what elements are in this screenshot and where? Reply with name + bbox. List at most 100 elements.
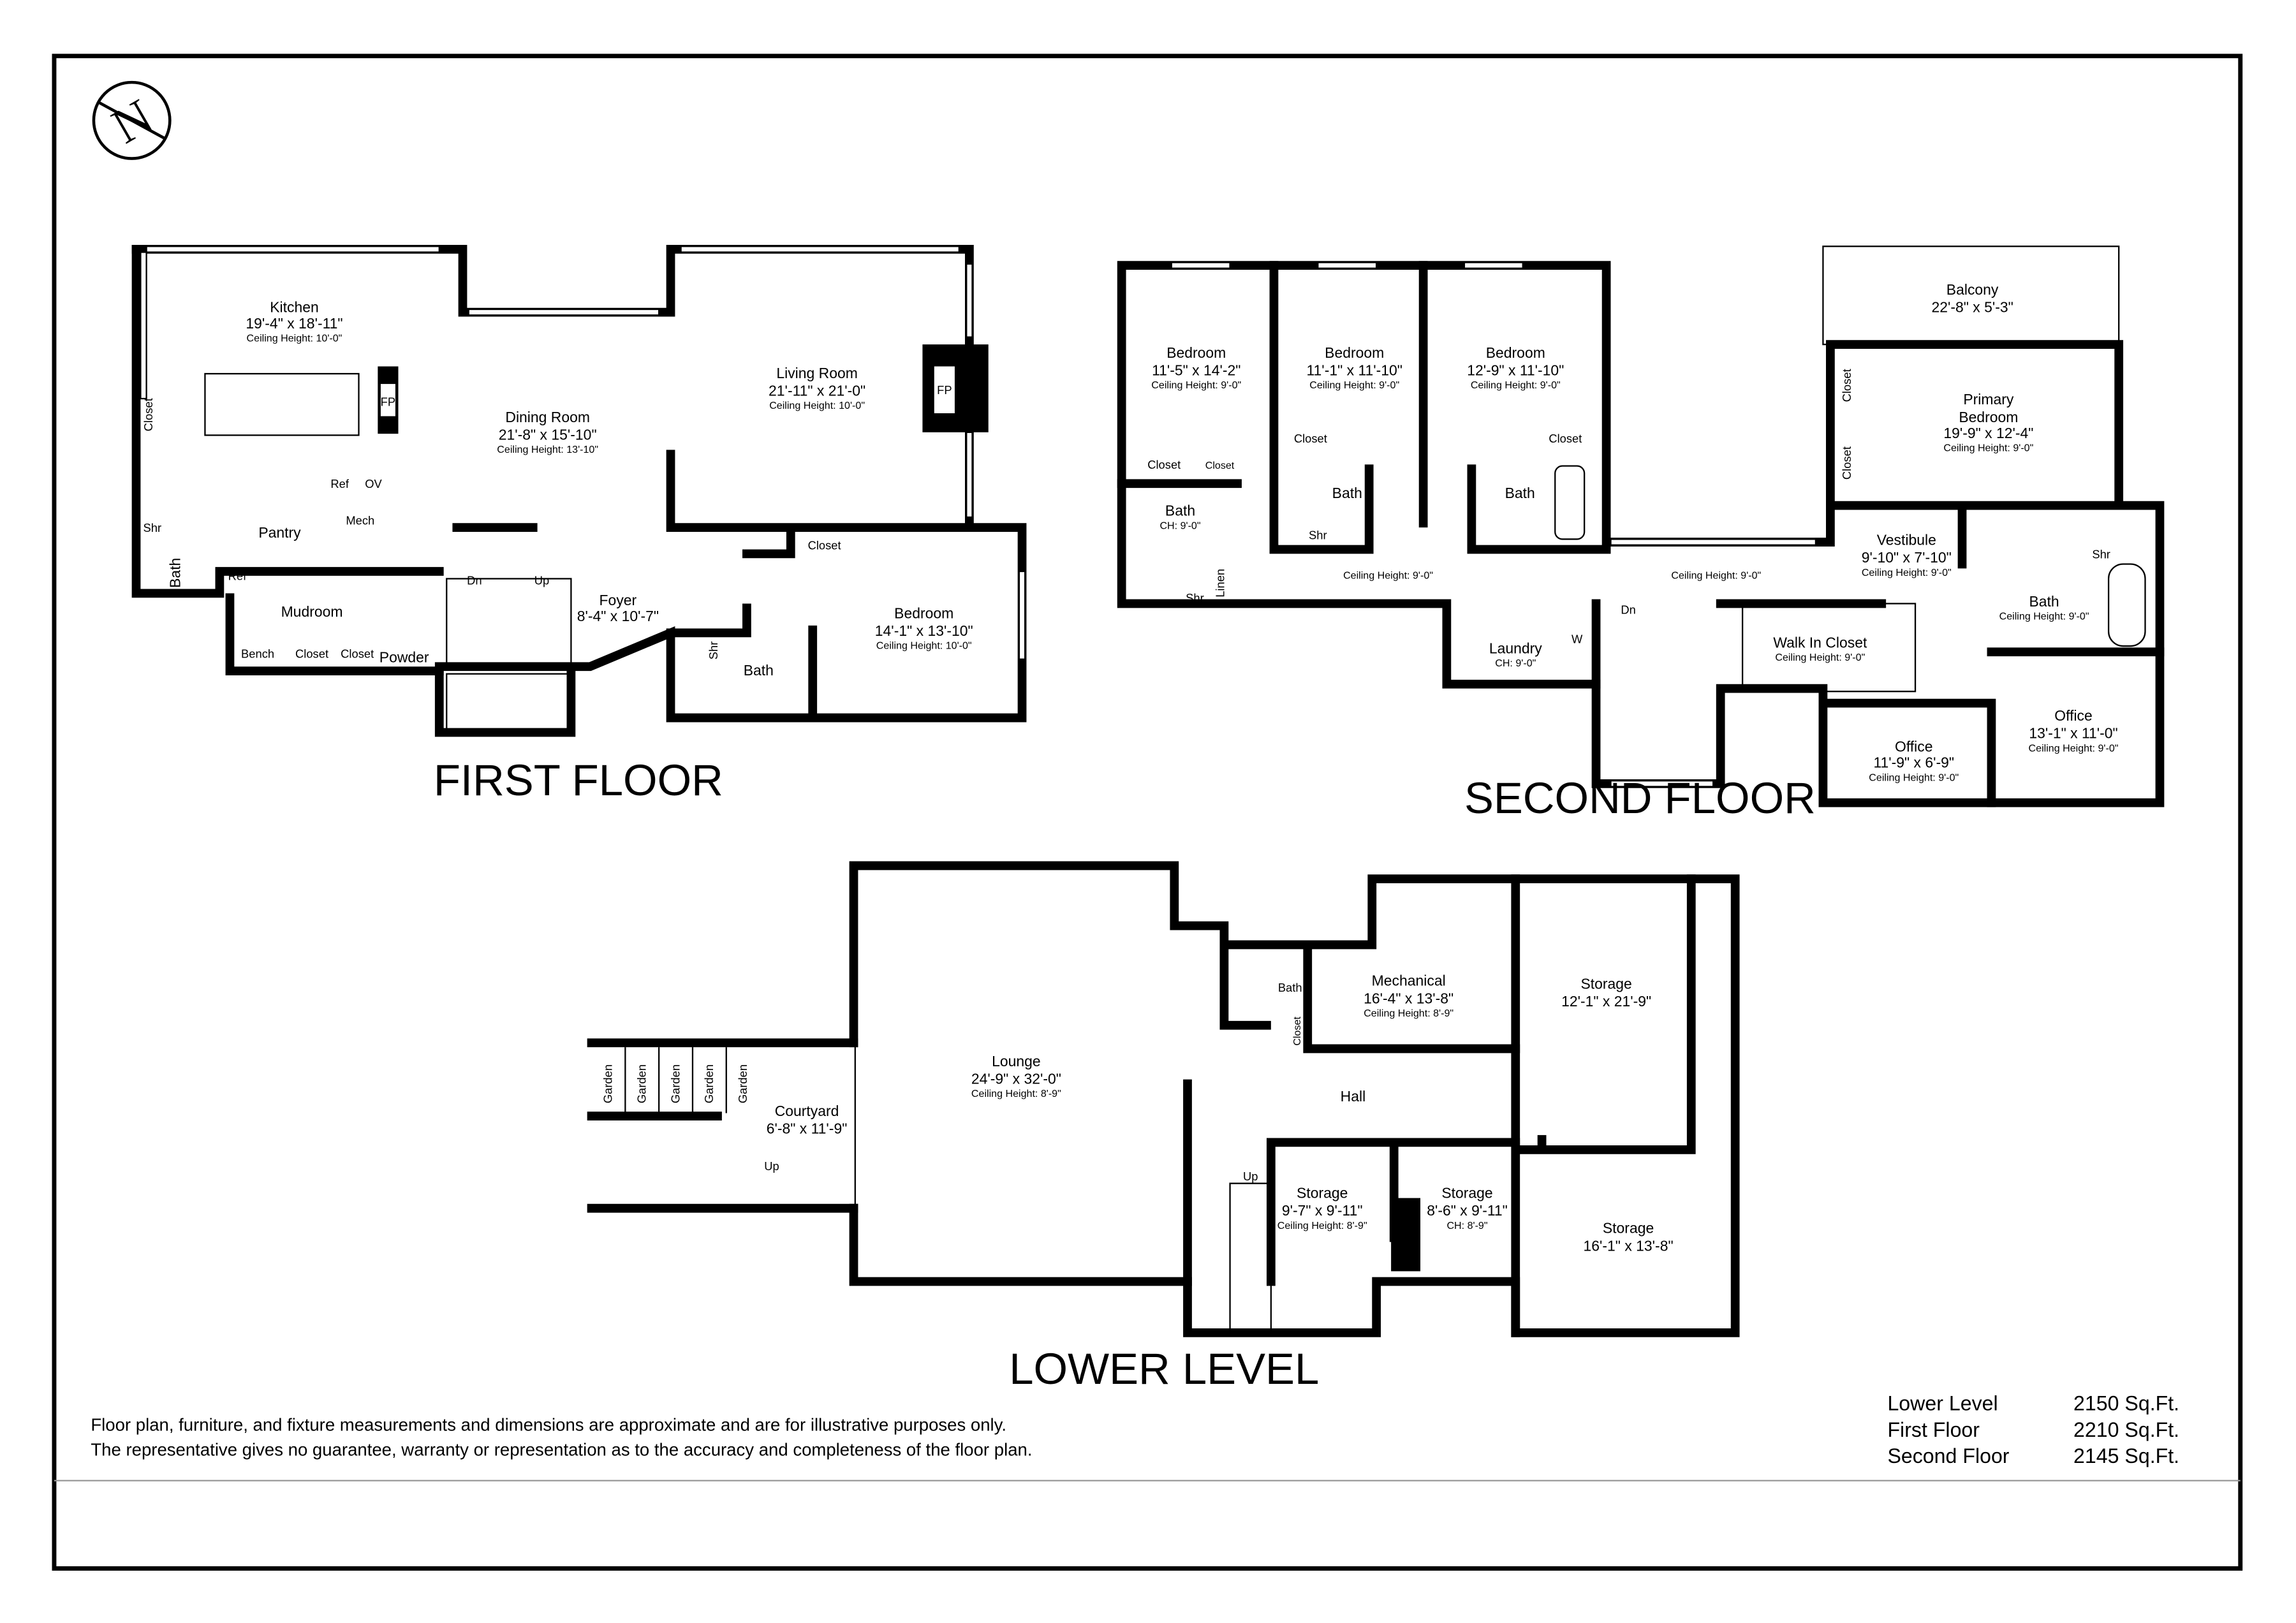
room-ceiling: Ceiling Height: 10'-0" xyxy=(769,400,865,411)
closet-label: Closet xyxy=(1840,446,1853,480)
hall-ceiling: Ceiling Height: 9'-0" xyxy=(1343,569,1433,581)
room-dims: 24'-9" x 32'-0" xyxy=(971,1071,1061,1087)
second-floor-title: SECOND FLOOR xyxy=(1464,774,1816,823)
shower-label: Shr xyxy=(1186,591,1204,605)
room-name: Bath xyxy=(166,558,183,588)
sheet-border xyxy=(52,54,2243,1571)
room-name: Bath xyxy=(1278,981,1302,994)
mech-label: Mech xyxy=(346,514,374,527)
room-dims: 11'-9" x 6'-9" xyxy=(1873,754,1954,771)
shower-label: Shr xyxy=(1309,528,1327,541)
room-name: Primary xyxy=(1963,391,2014,408)
garden-label: Garden xyxy=(635,1064,649,1103)
area-sqft: 2150 Sq.Ft. xyxy=(2073,1392,2179,1415)
room-name: Kitchen xyxy=(270,299,319,316)
room-ceiling: Ceiling Height: 9'-0" xyxy=(1999,611,2089,622)
room-name: Mechanical xyxy=(1372,973,1446,989)
room-name: Dining Room xyxy=(505,409,590,425)
room-dims: 21'-8" x 15'-10" xyxy=(499,426,597,443)
room-dims: 12'-9" x 11'-10" xyxy=(1467,362,1564,378)
room-ceiling: Ceiling Height: 8'-9" xyxy=(1277,1220,1367,1231)
room-dims: 22'-8" x 5'-3" xyxy=(1931,299,2013,316)
first-floor-title: FIRST FLOOR xyxy=(434,756,723,805)
second-floor-plan xyxy=(1117,246,2165,807)
room-ceiling: CH: 9'-0" xyxy=(1159,520,1200,531)
stair-label: Dn xyxy=(467,574,482,587)
room-ceiling: Ceiling Height: 9'-0" xyxy=(1309,379,1399,391)
room-name: Foyer xyxy=(600,592,637,608)
room-name: Storage xyxy=(1580,975,1631,992)
room-name: Bedroom xyxy=(1325,344,1384,361)
stair-label: Up xyxy=(534,574,549,587)
room-ceiling: Ceiling Height: 10'-0" xyxy=(247,333,342,344)
closet-label: Closet xyxy=(1840,369,1853,402)
room-name: Laundry xyxy=(1489,640,1542,657)
first-floor-plan xyxy=(131,244,1027,737)
bench-label: Bench xyxy=(241,647,274,660)
room-dims: 14'-1" x 13'-10" xyxy=(875,622,973,639)
fridge-label: Ref xyxy=(228,569,247,583)
area-level: Lower Level xyxy=(1887,1392,1998,1415)
room-name: Courtyard xyxy=(775,1103,839,1119)
room-dims: 6'-8" x 11'-9" xyxy=(767,1120,848,1137)
room-name: Bedroom xyxy=(1959,409,2018,425)
fireplace-label: FP xyxy=(381,395,395,409)
closet-label: Closet xyxy=(341,647,374,660)
room-name: Storage xyxy=(1441,1185,1492,1201)
disclaimer-line: Floor plan, furniture, and fixture measu… xyxy=(91,1415,1006,1435)
room-name: Office xyxy=(1895,738,1933,754)
room-name: Living Room xyxy=(776,365,858,381)
room-name: Bath xyxy=(1332,485,1362,501)
hall-ceiling: Ceiling Height: 9'-0" xyxy=(1671,569,1761,581)
room-dims: 8'-6" x 9'-11" xyxy=(1427,1202,1508,1219)
room-dims: 16'-4" x 13'-8" xyxy=(1364,990,1453,1006)
area-summary: Lower Level 2150 Sq.Ft. First Floor 2210… xyxy=(1887,1392,2179,1468)
room-name: Bedroom xyxy=(894,605,953,621)
closet-label: Closet xyxy=(295,647,328,660)
closet-label: Closet xyxy=(1294,432,1327,445)
room-name: Bath xyxy=(2029,593,2059,610)
room-ceiling: CH: 8'-9" xyxy=(1446,1220,1487,1231)
room-dims: 11'-5" x 14'-2" xyxy=(1152,362,1240,378)
room-name: Storage xyxy=(1297,1185,1348,1201)
fireplace-label: FP xyxy=(937,383,952,397)
disclaimer-line: The representative gives no guarantee, w… xyxy=(91,1440,1032,1460)
closet-label: Closet xyxy=(1292,1017,1303,1046)
svg-text:N: N xyxy=(103,88,161,154)
shower-label: Shr xyxy=(143,521,161,534)
room-dims: 21'-11" x 21'-0" xyxy=(769,382,865,399)
stair-label: Up xyxy=(1243,1170,1258,1183)
room-dims: 12'-1" x 21'-9" xyxy=(1561,993,1651,1010)
shower-label: Shr xyxy=(2092,547,2110,561)
room-ceiling: Ceiling Height: 9'-0" xyxy=(1151,379,1241,391)
room-name: Pantry xyxy=(258,524,301,541)
room-name: Powder xyxy=(379,649,429,665)
room-name: Walk In Closet xyxy=(1773,634,1867,650)
room-ceiling: Ceiling Height: 8'-9" xyxy=(971,1088,1061,1099)
garden-label: Garden xyxy=(668,1064,682,1103)
room-ceiling: Ceiling Height: 9'-0" xyxy=(2029,742,2119,754)
linen-label: Linen xyxy=(1213,569,1226,598)
room-ceiling: Ceiling Height: 9'-0" xyxy=(1775,652,1865,663)
closet-label: Closet xyxy=(1549,432,1582,445)
room-name: Balcony xyxy=(1946,281,1999,298)
room-name: Hall xyxy=(1341,1088,1366,1105)
garden-label: Garden xyxy=(601,1064,615,1103)
room-name: Storage xyxy=(1603,1220,1654,1237)
room-ceiling: Ceiling Height: 9'-0" xyxy=(1869,772,1959,783)
lower-level-plan xyxy=(587,861,1740,1337)
lower-level-labels: Lounge 24'-9" x 32'-0" Ceiling Height: 8… xyxy=(601,973,1674,1393)
room-name: Vestibule xyxy=(1877,532,1936,548)
room-name: Mudroom xyxy=(281,603,343,620)
oven-label: OV xyxy=(365,477,382,490)
room-ceiling: CH: 9'-0" xyxy=(1495,657,1536,669)
garden-label: Garden xyxy=(702,1064,716,1103)
first-floor-labels: Kitchen 19'-4" x 18'-11" Ceiling Height:… xyxy=(142,299,973,805)
area-sqft: 2210 Sq.Ft. xyxy=(2073,1418,2179,1441)
room-dims: 9'-10" x 7'-10" xyxy=(1862,549,1952,566)
closet-label: Closet xyxy=(808,539,841,552)
area-level: Second Floor xyxy=(1887,1444,2009,1467)
room-ceiling: Ceiling Height: 13'-10" xyxy=(497,444,598,455)
stair-label: Dn xyxy=(1621,603,1635,617)
